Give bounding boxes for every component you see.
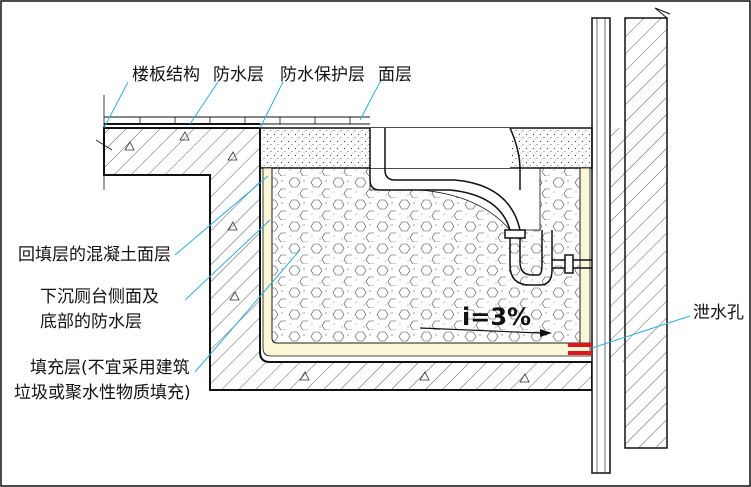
slope-arrow [419, 327, 552, 337]
fill-layer [271, 167, 581, 344]
drain-trap [369, 127, 592, 286]
floor-layers [104, 116, 370, 125]
section-marks [95, 95, 113, 190]
drain-hole-mark [568, 343, 592, 355]
concrete-aggregate-marks [124, 131, 530, 383]
label-waterproof-protection: 防水保护层 [280, 65, 365, 85]
label-side-bottom-waterproof-2: 底部的防水层 [40, 312, 142, 332]
concrete-structure [103, 127, 593, 391]
right-wall [624, 17, 668, 449]
vertical-pipe [591, 17, 611, 474]
label-backfill-concrete-face: 回填层的混凝土面层 [18, 245, 171, 265]
label-surface-layer: 面层 [378, 65, 412, 85]
label-fill-layer-1: 填充层(不宜采用建筑 [30, 358, 190, 378]
label-slab-structure: 楼板结构 [132, 65, 200, 85]
label-fill-layer-2: 垃圾或聚水性物质填充) [14, 383, 191, 403]
label-side-bottom-waterproof-1: 下沉厕台侧面及 [40, 287, 159, 307]
wall-break-mark [654, 7, 671, 19]
slope-label: i=3% [462, 303, 531, 331]
label-waterproof-layer: 防水层 [213, 65, 264, 85]
label-drain-hole: 泄水孔 [693, 303, 744, 323]
leader-lines [103, 81, 691, 373]
